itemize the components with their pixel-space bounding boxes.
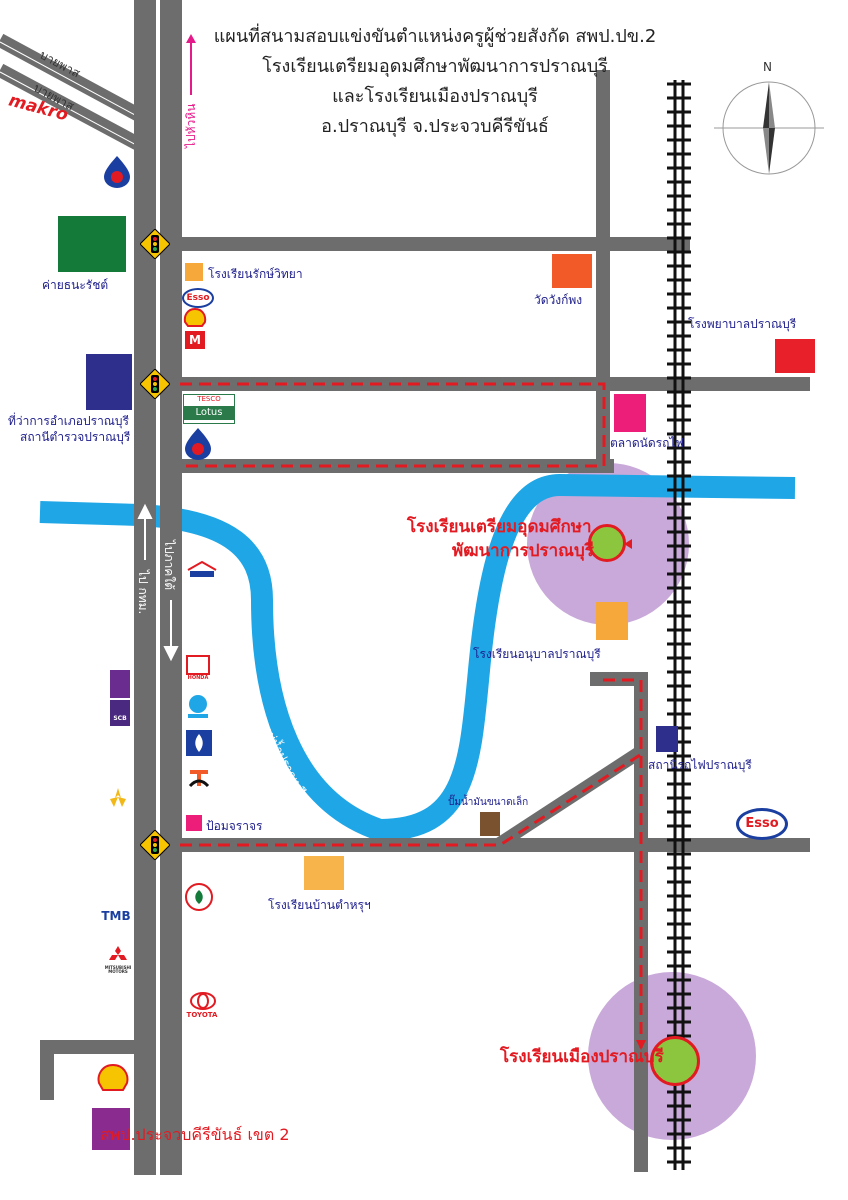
bank-logo-icon [110,670,130,698]
honda-icon [186,655,210,675]
gas-station-marker [480,812,500,836]
mueang-label: โรงเรียนเมืองปราณบุรี [500,1047,664,1067]
river-prannburi [39,473,796,842]
title-line-1: แผนที่สนามสอบแข่งขันตำแหน่งครูผู้ช่วยสัง… [213,26,657,47]
mitsubishi-logo-text: MITSUBISHI MOTORS [104,965,132,974]
traffic-light-icon [139,368,171,400]
wat-marker [552,254,592,288]
to-south-label: ไปภาคใต้ [162,540,176,590]
camp-marker [58,216,126,272]
triam-label-line1: โรงเรียนเตรียมอุดมศึกษา [407,517,592,537]
station-label: สถานีรถไฟปราณบุรี [648,758,752,772]
toyota-icon [190,992,216,1014]
toyota-logo-text: TOYOTA [186,1011,218,1019]
kindergarten-marker [596,602,628,640]
station-marker [656,726,678,752]
district-office-label: ที่ว่าการอำเภอปราณบุรี [8,414,129,428]
mitsubishi-icon [108,946,128,968]
tesco-lotus-logo: TESCO Lotus [183,394,235,424]
direction-arrows [137,503,179,662]
arrow-triam [624,539,632,549]
office-label: สพป.ประจวบคีรีขันธ์ เขต 2 [100,1125,290,1144]
krungthai-icon [184,694,212,724]
compass-icon [714,81,824,175]
krungsri-icon [104,785,132,815]
raksawittaya-marker [185,263,203,281]
ptt-icon [104,156,130,192]
police-box-label: ป้อมจราจร [206,819,263,833]
police-station-label: สถานีตำรวจปราณบุรี [20,430,131,444]
triam-school-marker [588,524,626,562]
tmb-logo: TMB [101,909,131,923]
scb-logo: SCB [110,700,130,726]
camp-label: ค่ายธนะรัชต์ [42,278,109,292]
title-line-4: อ.ปราณบุรี จ.ประจวบคีรีขันธ์ [321,116,549,137]
route-path [180,382,643,1048]
hospital-label: โรงพยาบาลปราณบุรี [688,317,797,331]
bypass-roads [0,33,152,152]
shell-icon [183,307,207,332]
kindergarten-label: โรงเรียนอนุบาลปราณบุรี [473,647,601,661]
compass: N [714,60,824,180]
esso-logo: Esso [182,288,214,308]
to-bangkok-label: ไป กทม. [136,570,150,615]
lotus-text: Lotus [184,406,234,420]
hua-hin-arrow [186,34,196,95]
raksawittaya-label: โรงเรียนรักษ์วิทยา [208,267,303,281]
kasikorn-icon [184,882,214,916]
district-office-marker [86,354,132,410]
gas-station-label: ปั๊มน้ำมันขนาดเล็ก [448,797,529,808]
compass-north-label: N [763,60,772,74]
to-hua-hin-label: ไปหัวหิน [184,103,198,148]
hospital-marker [775,339,815,373]
arrow-mueang [636,1040,646,1050]
triam-label-line2: พัฒนาการปราณบุรี [452,541,594,561]
traffic-light-icon [139,829,171,861]
m-logo-icon: M [185,331,205,349]
tmb-bank-icon [186,766,212,794]
train-market-marker [614,394,646,432]
esso-right-logo: Esso [736,808,788,840]
honda-logo-text: HONDA [187,675,209,681]
police-box-marker [186,815,202,831]
train-market-label: ตลาดนัดรถไฟ [610,436,684,450]
title-line-3: และโรงเรียนเมืองปราณบุรี [332,86,538,107]
main-highway [134,0,182,1175]
ptt-icon [185,428,211,464]
title-line-2: โรงเรียนเตรียมอุดมศึกษาพัฒนาการปราณบุรี [262,56,608,77]
office-marker [92,1108,130,1150]
traffic-light-icon [139,228,171,260]
bantamru-label: โรงเรียนบ้านตำหรุฯ [268,898,371,912]
map-title: แผนที่สนามสอบแข่งขันตำแหน่งครูผู้ช่วยสัง… [175,22,695,142]
shell-icon [96,1063,130,1096]
thai-post-icon [186,560,218,580]
bangkok-bank-icon [186,730,212,756]
bantamru-marker [304,856,344,890]
mueang-school-marker [650,1036,700,1086]
wat-label: วัดวังก์พง [534,293,583,307]
tesco-text: TESCO [197,395,221,403]
